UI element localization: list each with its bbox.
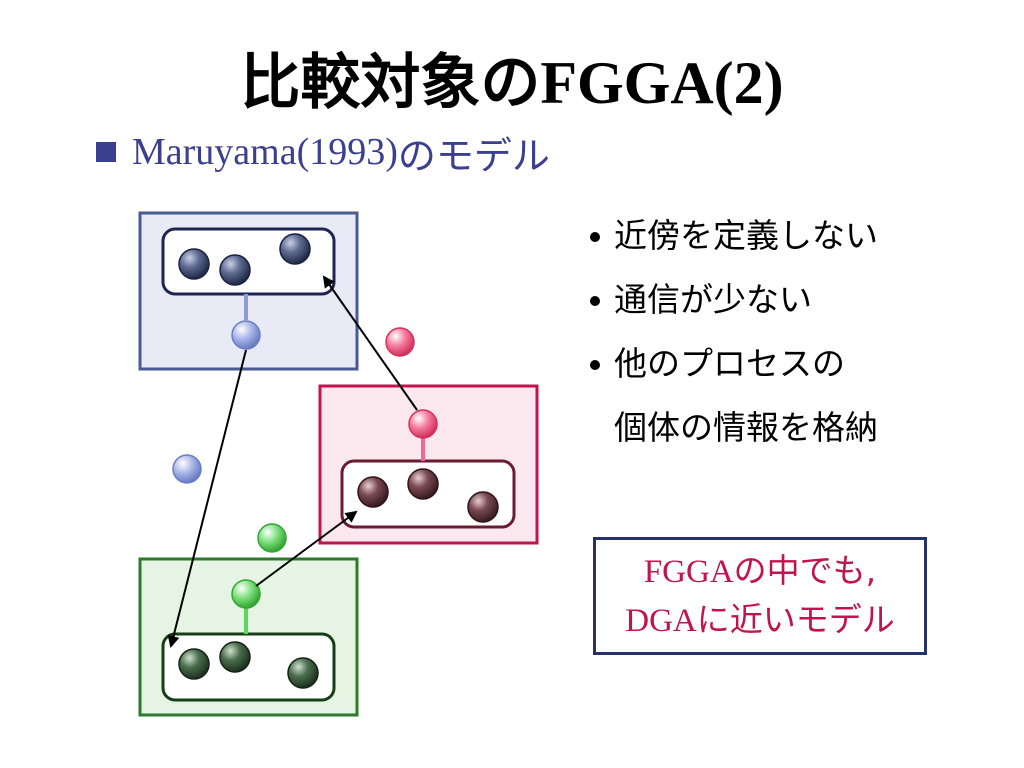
callout-box: FGGAの中でも, DGAに近いモデル xyxy=(593,537,927,655)
title-prefix: 比較対象の xyxy=(240,48,541,118)
square-bullet-icon xyxy=(96,142,116,162)
bullet-item: 近傍を定義しない xyxy=(586,204,878,268)
bullet-text-line2: 個体の情報を格納 xyxy=(614,408,878,447)
bullet-text: 他のプロセスの xyxy=(614,344,845,383)
individual-green-3 xyxy=(287,657,319,689)
arrow-green-to-pink xyxy=(255,510,358,587)
callout-line-1: FGGAの中でも, xyxy=(596,547,924,596)
bullet-list: 近傍を定義しない 通信が少ない 他のプロセスの 個体の情報を格納 xyxy=(586,204,878,460)
subtitle: Maruyama(1993)のモデル xyxy=(96,122,550,182)
callout-line-2-jp: に近いモデル xyxy=(696,600,895,639)
floating-migrant-pink xyxy=(385,327,415,357)
arrow-blue-to-green xyxy=(167,349,247,648)
bullet-item: 他のプロセスの 個体の情報を格納 xyxy=(586,332,878,460)
floating-migrant-green xyxy=(257,523,287,553)
callout-line-2: DGAに近いモデル xyxy=(596,596,924,645)
callout-line-2-latin: DGA xyxy=(625,603,697,639)
individual-blue-2 xyxy=(219,254,251,286)
bullet-item: 通信が少ない xyxy=(586,268,878,332)
floating-migrant-blue xyxy=(172,454,202,484)
arrow-pink-to-blue xyxy=(322,275,418,411)
title-latin: FGGA(2) xyxy=(540,50,784,116)
round-bullet-icon xyxy=(590,232,600,242)
bullet-text: 通信が少ない xyxy=(614,280,812,319)
individual-pink-3 xyxy=(467,491,499,523)
subtitle-latin: Maruyama(1993) xyxy=(132,131,398,173)
individual-blue-1 xyxy=(178,248,210,280)
migrant-pink xyxy=(408,409,438,439)
population-green xyxy=(161,632,336,702)
bullet-text: 近傍を定義しない xyxy=(614,216,878,255)
page-title: 比較対象のFGGA(2) xyxy=(0,40,1024,126)
subtitle-jp: のモデル xyxy=(397,133,550,178)
round-bullet-icon xyxy=(590,296,600,306)
individual-blue-3 xyxy=(279,233,311,265)
callout-line-1-latin: FGGA xyxy=(643,554,734,590)
individual-green-1 xyxy=(178,648,210,680)
individual-green-2 xyxy=(219,641,251,673)
migrant-green xyxy=(231,579,261,609)
round-bullet-icon xyxy=(590,360,600,370)
individual-pink-2 xyxy=(407,468,439,500)
callout-line-1-jp: の中でも, xyxy=(733,551,877,590)
migrant-blue xyxy=(231,320,261,350)
individual-pink-1 xyxy=(357,476,389,508)
